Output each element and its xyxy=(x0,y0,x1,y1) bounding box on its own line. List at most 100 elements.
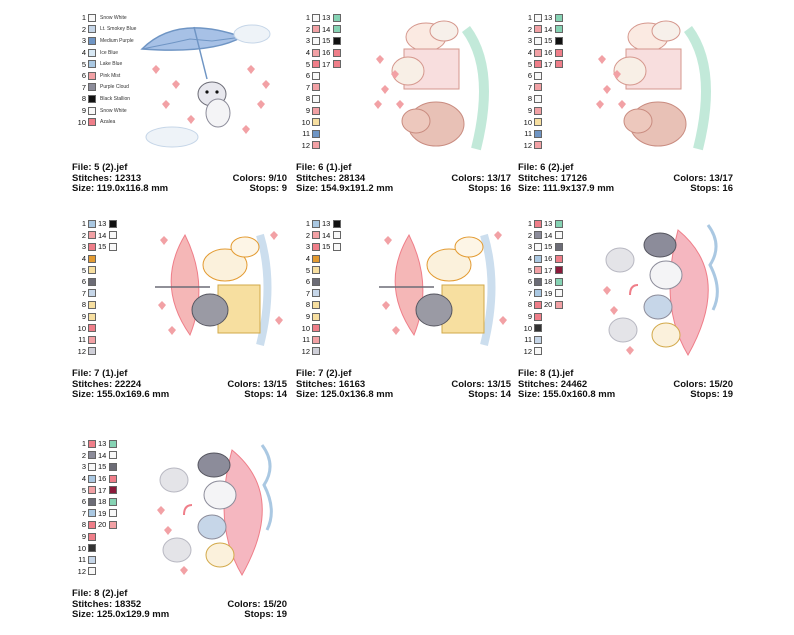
thread-swatch xyxy=(555,300,563,309)
thread-name: Lt. Smokey Blue xyxy=(100,26,137,33)
thread-swatch xyxy=(312,118,320,127)
thread-number: 3 xyxy=(81,462,86,472)
thread-swatch xyxy=(534,347,542,356)
thread-swatch xyxy=(534,25,542,34)
thread-number: 10 xyxy=(523,323,532,333)
thread-swatch xyxy=(534,48,542,57)
thread-swatch xyxy=(333,231,341,240)
thread-number: 4 xyxy=(81,254,86,264)
thread-name: Azalea xyxy=(100,119,116,126)
thread-number: 16 xyxy=(98,474,107,484)
thread-swatch xyxy=(88,324,96,333)
stop-count: Stops: 19 xyxy=(690,389,733,401)
stop-count: Stops: 19 xyxy=(244,609,287,621)
thread-swatch xyxy=(88,254,96,263)
thread-number: 15 xyxy=(544,36,553,46)
thread-number: 11 xyxy=(78,555,86,565)
thread-swatch xyxy=(555,289,563,298)
thread-row: 11 xyxy=(520,128,564,140)
cats-in-box-embroidery-image xyxy=(596,20,711,151)
thread-number: 7 xyxy=(81,288,86,298)
thread-swatch xyxy=(555,266,563,275)
thread-swatch xyxy=(555,242,563,251)
thread-number: 6 xyxy=(305,277,310,287)
thread-number: 3 xyxy=(527,36,532,46)
thread-number: 6 xyxy=(81,71,86,81)
thread-number: 2 xyxy=(305,230,310,240)
thread-swatch xyxy=(534,231,542,240)
thread-name: Black Stallion xyxy=(100,95,131,102)
thread-row: 4 xyxy=(298,253,342,265)
thread-swatch xyxy=(534,83,542,92)
thread-row: 8 xyxy=(520,93,564,105)
thread-swatch xyxy=(534,219,542,228)
thread-number: 15 xyxy=(544,242,553,252)
thread-row: 11 xyxy=(74,334,118,346)
thread-swatch xyxy=(312,335,320,344)
thread-row: 10 xyxy=(298,116,342,128)
thread-number: 16 xyxy=(544,254,553,264)
thread-number: 4 xyxy=(527,254,532,264)
thread-number: 9 xyxy=(305,312,310,322)
thread-number: 11 xyxy=(78,335,86,345)
thread-swatch xyxy=(88,486,96,495)
stop-count: Stops: 14 xyxy=(468,389,511,401)
thread-number: 20 xyxy=(98,520,107,530)
thread-number: 1 xyxy=(305,13,310,23)
thread-number: 17 xyxy=(544,265,553,275)
thread-number: 14 xyxy=(544,24,553,34)
thread-swatch xyxy=(555,254,563,263)
thread-row: 3 15 xyxy=(520,35,564,47)
thread-number: 16 xyxy=(322,48,331,58)
stitch-count: Stitches: 18352 xyxy=(72,598,142,610)
thread-number: 19 xyxy=(544,288,553,298)
thread-number: 12 xyxy=(77,566,86,576)
thread-row: 6 xyxy=(298,276,342,288)
thread-swatch xyxy=(109,474,117,483)
file-name: File: 6 (1).jef xyxy=(296,162,352,173)
thread-number: 11 xyxy=(524,129,532,139)
thread-swatch xyxy=(534,312,542,321)
thread-swatch xyxy=(534,277,542,286)
thread-number: 11 xyxy=(302,129,310,139)
thread-swatch xyxy=(312,312,320,321)
thread-number: 2 xyxy=(527,24,532,34)
thread-number: 2 xyxy=(81,230,86,240)
file-name: File: 8 (2).jef xyxy=(72,588,128,599)
thread-swatch xyxy=(555,25,563,34)
stitch-count: Stitches: 24462 xyxy=(518,378,588,390)
design-size: Size: 125.0x136.8 mm xyxy=(296,389,394,401)
thread-row: 11 xyxy=(298,334,342,346)
thread-row: 11 xyxy=(298,128,342,140)
thread-number: 3 xyxy=(305,36,310,46)
thread-swatch xyxy=(312,266,320,275)
thread-number: 8 xyxy=(527,94,532,104)
thread-number: 17 xyxy=(544,59,553,69)
thread-number: 10 xyxy=(523,117,532,127)
thread-number: 5 xyxy=(81,485,86,495)
thread-number: 7 xyxy=(305,288,310,298)
thread-swatch xyxy=(88,544,96,553)
thread-swatch xyxy=(312,36,320,45)
color-count: Colors: 13/17 xyxy=(673,172,733,184)
thread-row: 9 xyxy=(74,311,118,323)
thread-number: 10 xyxy=(77,543,86,553)
thread-swatch xyxy=(534,242,542,251)
thread-swatch xyxy=(312,106,320,115)
thread-number: 4 xyxy=(527,48,532,58)
thread-number: 12 xyxy=(301,346,310,356)
thread-number: 7 xyxy=(81,508,86,518)
